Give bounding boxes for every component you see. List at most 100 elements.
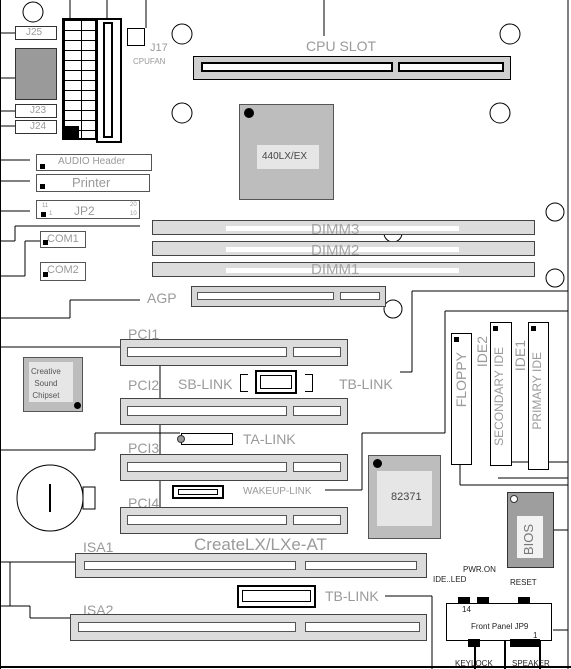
com1-header <box>40 231 86 248</box>
chip-82371-pin1 <box>373 459 382 468</box>
keylock-pins <box>468 639 480 647</box>
fp-pin1-label: 1 <box>533 631 538 640</box>
at-power-connector-inner <box>103 22 113 138</box>
audio-header-pin <box>40 164 45 169</box>
com2-pin <box>43 272 48 277</box>
floppy-label: FLOPPY <box>453 352 469 408</box>
dimm1-label: DIMM1 <box>311 261 360 278</box>
sb-link-connector-inner <box>260 375 292 389</box>
ta-link-pin <box>177 435 185 443</box>
audio-header-label: AUDIO Header <box>58 156 126 167</box>
jp2-pin1: 1 <box>49 211 53 217</box>
board-name-label: CreateLX/LXe-AT <box>194 535 327 554</box>
keylock-label: KEYLOCK <box>455 659 493 668</box>
pci4-gap-a <box>127 515 287 525</box>
floppy-pin <box>454 337 459 342</box>
sb-link-bracket-left <box>240 374 248 392</box>
j23-header <box>15 104 57 118</box>
creative-chip-inner <box>29 362 73 402</box>
j24-header <box>15 120 57 134</box>
pwr-on-pins <box>477 597 489 605</box>
jp2-label: JP2 <box>74 204 95 218</box>
ide2-label: IDE2 <box>474 336 490 368</box>
agp-slot-gap-a <box>197 292 334 300</box>
ta-link-label: TA-LINK <box>243 431 296 447</box>
tb-link-label-2: TB-LINK <box>325 588 379 604</box>
power-connector-key <box>64 126 79 138</box>
reset-label: RESET <box>510 578 537 587</box>
chip-440lx-label: 440LX/EX <box>262 151 308 162</box>
pci3-label: PCI3 <box>128 440 160 456</box>
dimm3-label: DIMM3 <box>311 221 360 238</box>
front-panel-jp9 <box>446 603 552 641</box>
cpufan-label: CPUFAN <box>133 57 166 66</box>
cpu-slot-gap-a <box>201 62 393 72</box>
isa1-label: ISA1 <box>83 539 114 555</box>
wakeup-link-label: WAKEUP-LINK <box>243 486 312 497</box>
audio-header <box>36 154 152 171</box>
chip-440lx-pin1 <box>244 108 254 118</box>
secondary-ide-label: SECONDARY IDE <box>492 347 506 446</box>
dimm2-label: DIMM2 <box>311 242 360 259</box>
creative-chip-label: Creative Sound Chipset <box>31 367 61 400</box>
isa1-gap-b <box>305 561 417 570</box>
ide-led-label: IDE..LED <box>433 575 467 584</box>
dimm2-gap <box>226 247 459 252</box>
isa2-gap-a <box>78 622 296 632</box>
jp2-pin11: 11 <box>42 203 49 209</box>
cpu-slot-label: CPU SLOT <box>306 38 377 54</box>
j24-label: J24 <box>30 121 47 132</box>
fp-pin14-label: 14 <box>462 605 471 614</box>
jp2-pin10: 10 <box>130 211 137 217</box>
isa1-gap-a <box>84 561 296 570</box>
ide1-connector <box>528 322 549 470</box>
ide1-pin <box>531 326 536 331</box>
ta-link-connector <box>181 433 233 445</box>
chip-440lx-label-box <box>257 145 319 169</box>
printer-header-pin <box>40 184 45 189</box>
ide2-connector <box>490 322 512 466</box>
ide2-pin <box>493 326 498 331</box>
bios-label-box <box>517 516 543 558</box>
wakeup-link-connector <box>172 485 224 499</box>
com2-header <box>40 262 86 281</box>
pci3-gap-a <box>127 462 287 472</box>
wakeup-link-connector-inner <box>178 489 218 495</box>
pci2-label: PCI2 <box>128 377 160 393</box>
j25-block <box>15 48 57 100</box>
ide-led-pins <box>458 597 470 605</box>
pci1-label: PCI1 <box>128 326 160 342</box>
pci4-label: PCI4 <box>128 495 160 511</box>
tb-link-2-connector-inner <box>242 590 311 602</box>
creative-chip-pin1 <box>74 402 81 409</box>
j17-label: J17 <box>150 42 168 54</box>
cpufan-connector <box>127 28 145 46</box>
com2-label: COM2 <box>47 264 79 276</box>
pci1-gap-b <box>293 347 341 357</box>
isa2-label: ISA2 <box>83 602 114 618</box>
com1-label: COM1 <box>47 233 79 245</box>
agp-slot-gap-b <box>340 292 380 300</box>
bios-chip-pin1 <box>510 495 518 503</box>
printer-label: Printer <box>72 175 111 190</box>
pci2-gap-a <box>127 406 287 416</box>
reset-pins <box>518 597 530 605</box>
j25-header <box>15 26 57 40</box>
pci2-gap-b <box>293 406 341 416</box>
com1-pin <box>43 240 48 245</box>
jp2-pin <box>41 212 46 217</box>
speaker-pins <box>510 639 540 647</box>
ide1-label: IDE1 <box>512 340 528 372</box>
pwr-on-label: PWR.ON <box>463 565 496 574</box>
front-panel-label: Front Panel JP9 <box>471 622 529 631</box>
j23-label: J23 <box>30 105 47 116</box>
agp-label: AGP <box>147 290 177 306</box>
pci1-gap-a <box>127 347 287 357</box>
dimm1-gap <box>226 268 459 273</box>
sb-link-label: SB-LINK <box>178 376 233 392</box>
sb-link-bracket-right <box>305 374 313 392</box>
tb-link-label-1: TB-LINK <box>339 376 393 392</box>
power-connector <box>62 18 97 140</box>
dimm3-gap <box>226 226 459 231</box>
jp2-pin20: 20 <box>130 202 137 208</box>
